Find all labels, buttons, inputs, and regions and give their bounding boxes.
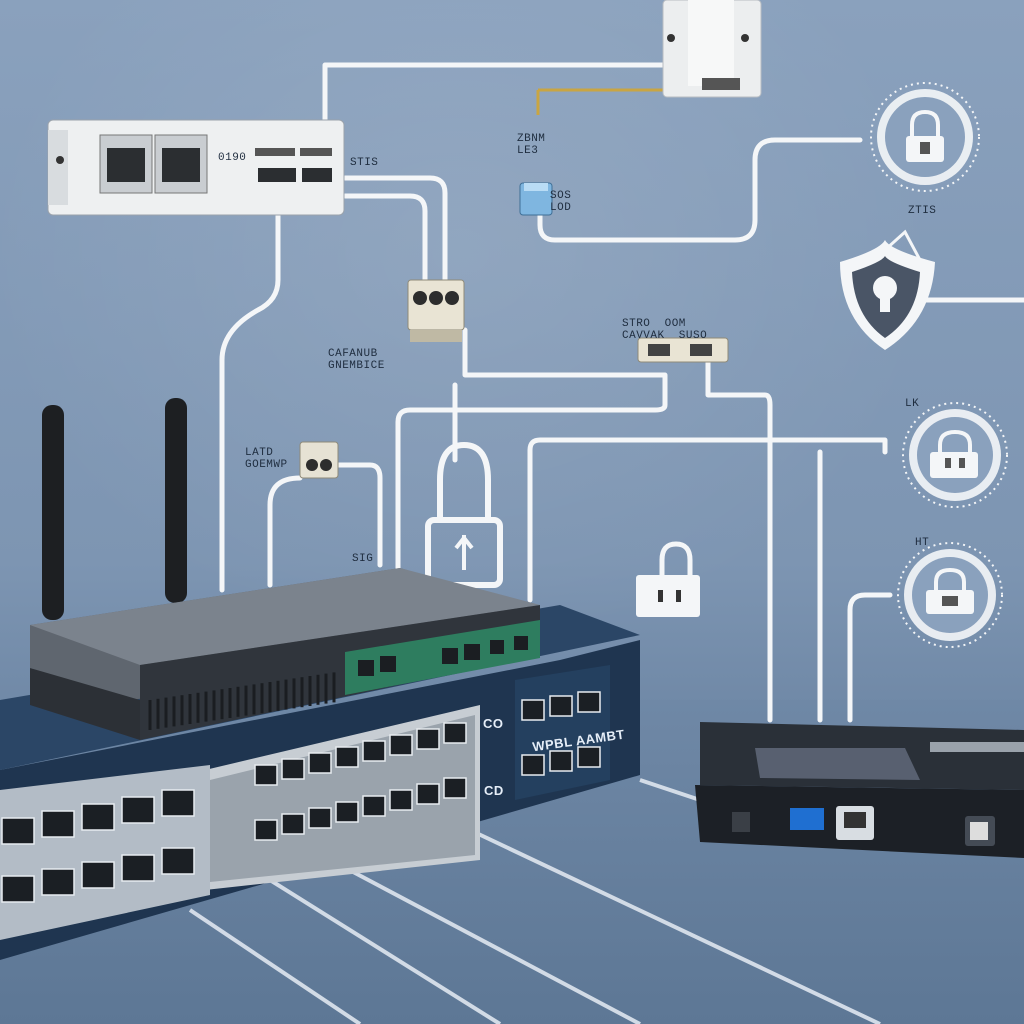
lock-ring-label: LK	[905, 398, 920, 410]
wall-box-top	[662, 0, 762, 98]
switch-port	[335, 746, 359, 768]
switch-port	[281, 758, 305, 780]
switch-port	[121, 854, 155, 882]
network-device-right	[695, 722, 1024, 858]
switch-port	[41, 868, 75, 896]
mid-connector-label: SOS LOD	[550, 190, 572, 214]
switch-port	[308, 752, 332, 774]
router-antennas	[42, 398, 187, 620]
side-code-label: STIS	[350, 157, 379, 169]
switch-port-label-a: CO	[483, 716, 504, 731]
switch-port	[254, 819, 278, 841]
padlock-small-icon	[636, 541, 700, 617]
switch-port	[389, 789, 413, 811]
switch-port	[81, 861, 115, 889]
switch-port	[121, 796, 155, 824]
switch-port	[1, 817, 35, 845]
switch-port	[281, 813, 305, 835]
wall-ethernet-module	[47, 119, 345, 216]
blue-connector	[519, 182, 553, 216]
connector-block-right	[637, 337, 729, 363]
switch-port	[335, 801, 359, 823]
lock-ring-label-2: HT	[915, 537, 930, 549]
side-code-label-2: SIG	[352, 553, 374, 565]
connector-block-small	[299, 441, 339, 479]
switch-port	[389, 734, 413, 756]
switch-port	[549, 695, 573, 717]
shield-lock-icon	[840, 229, 935, 350]
switch-port	[521, 699, 545, 721]
padlock-ring-icon-mid	[902, 402, 1008, 508]
yellow-wire	[536, 88, 665, 115]
switch-port	[1, 875, 35, 903]
small-tag-label: LATD GOEMWP	[245, 447, 288, 471]
padlock-icon	[425, 441, 503, 588]
switch-port	[577, 691, 601, 713]
switch-port	[443, 722, 467, 744]
switch-port	[521, 754, 545, 776]
switch-port-grid	[1, 691, 601, 903]
switch-port	[577, 746, 601, 768]
switch-port-label-b: CD	[484, 783, 504, 798]
padlock-ring-icon-low	[897, 542, 1003, 648]
switch-port	[41, 810, 75, 838]
right-tag-label: STRO OOM CAVVAK SUSO	[622, 318, 708, 342]
module-code-label: 0190	[218, 152, 247, 164]
switch-port	[161, 847, 195, 875]
switch-port	[443, 777, 467, 799]
switch-port	[362, 740, 386, 762]
shield-code-label: ZTIS	[908, 205, 937, 217]
top-connector-label: ZBNM LE3	[517, 133, 546, 157]
switch-port	[161, 789, 195, 817]
left-tag-label: CAFANUB GNEMBICE	[328, 348, 385, 372]
switch-port	[549, 750, 573, 772]
switch-port	[81, 803, 115, 831]
connector-block-center	[407, 279, 465, 342]
switch-port	[362, 795, 386, 817]
wifi-router	[30, 568, 540, 740]
switch-port	[416, 728, 440, 750]
switch-port	[416, 783, 440, 805]
wall-cables	[219, 62, 1024, 723]
switch-port	[308, 807, 332, 829]
switch-port	[254, 764, 278, 786]
padlock-ring-icon-top	[870, 82, 980, 192]
floor-lines	[188, 778, 881, 1024]
